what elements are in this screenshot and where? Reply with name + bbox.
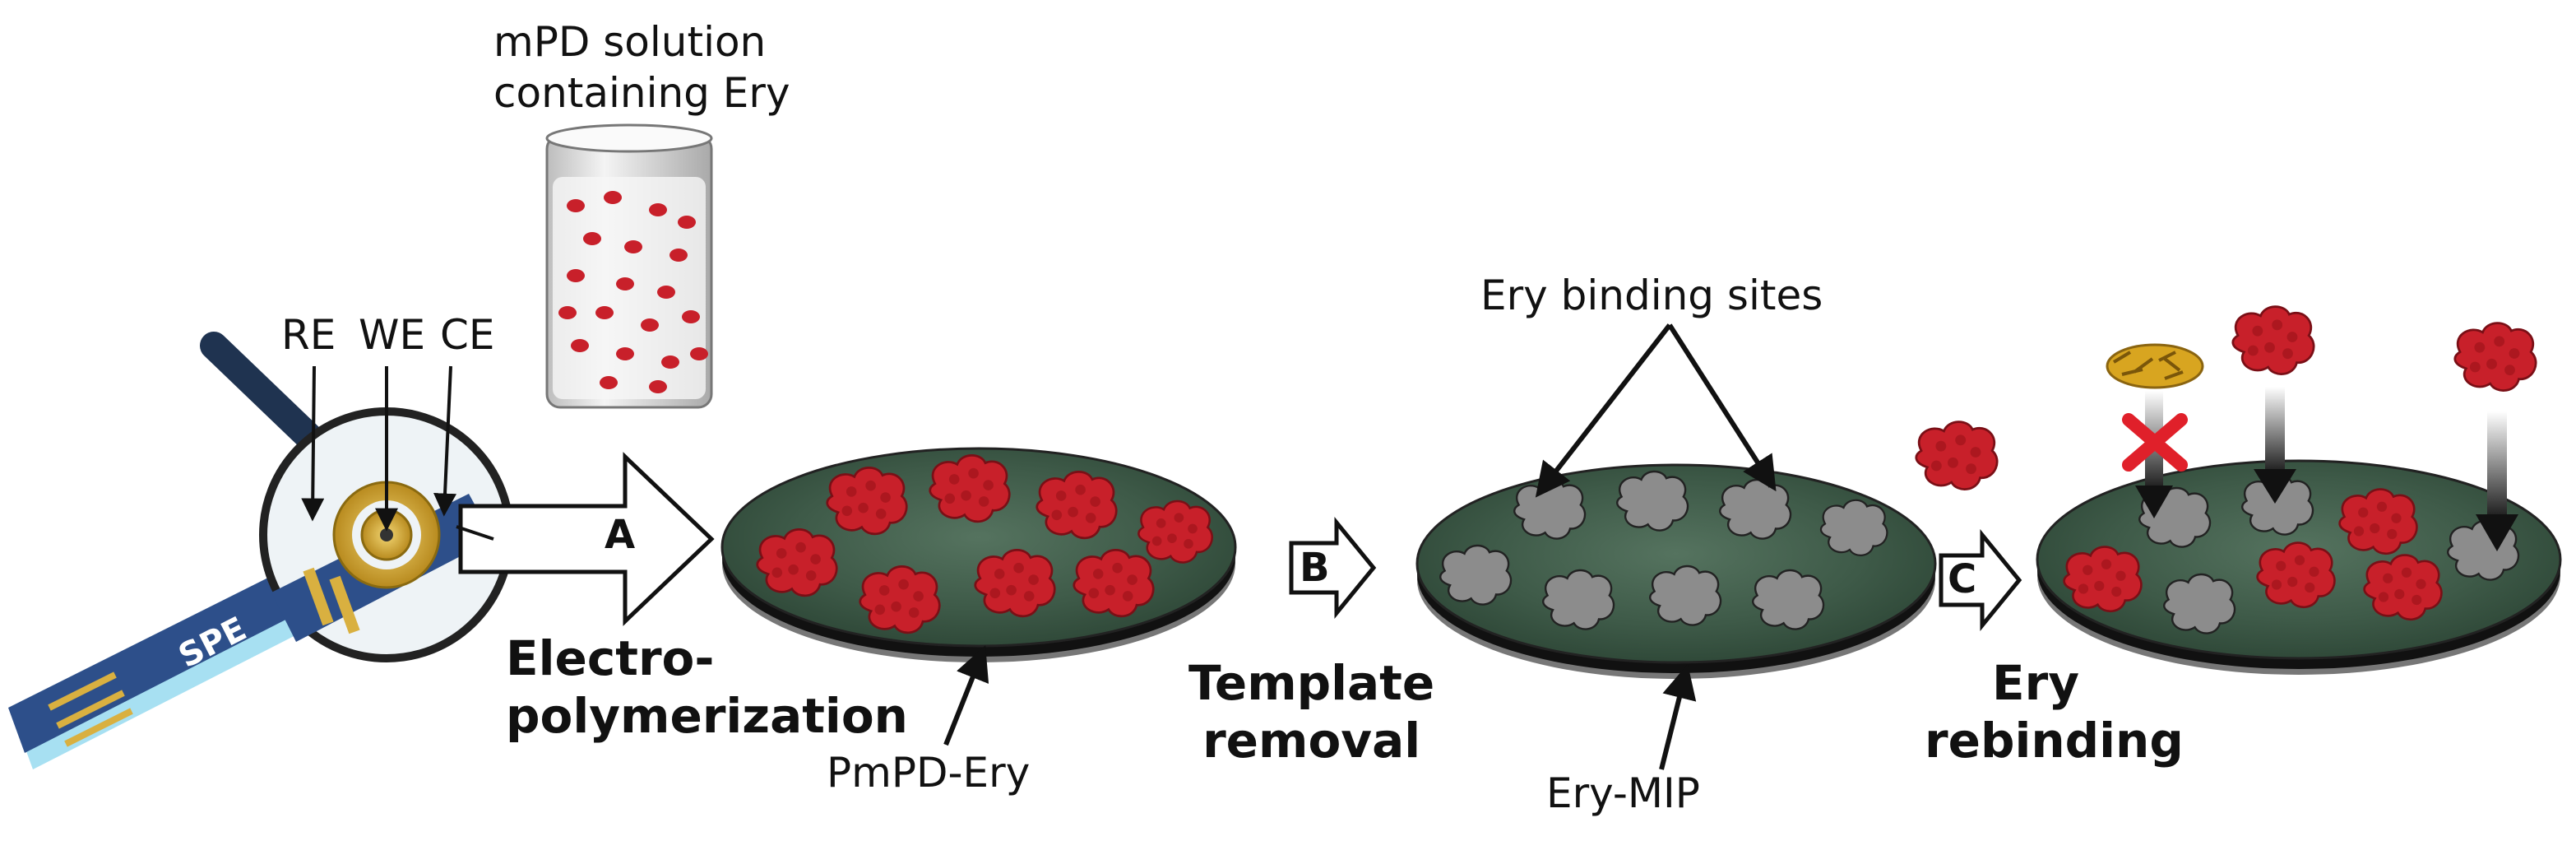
ery-particle [682,310,700,323]
ery-particle [678,216,696,229]
ery-particle [595,306,614,319]
step-a-caption: Electro- polymerization [506,630,908,745]
step-b-caption: Template removal [1188,654,1434,769]
disc-rebinding [2036,459,2562,675]
electrode-pointers [301,365,456,532]
ce-label: CE [440,311,495,359]
ery-particle [571,339,589,352]
ery-particle [604,191,622,204]
step-b-letter: B [1300,545,1330,591]
beaker-label-line2: containing Ery [493,69,790,117]
binding-site-pointers [1535,323,1777,498]
ery-particle [624,240,642,253]
strip-contact [48,671,117,711]
free-ery-molecule [1915,420,1999,491]
step-c-line2: rebinding [1925,713,2184,769]
step-a-arrow [458,452,715,626]
we-label: WE [359,311,426,359]
ery-particle [600,376,618,389]
ery-particle [649,380,667,393]
ery-particle [641,318,659,332]
ery-mip-label: Ery-MIP [1546,769,1700,817]
step-b-line2: removal [1202,713,1421,769]
beaker-label: mPD solution containing Ery [493,16,790,118]
pmpd-ery-label: PmPD-Ery [827,749,1031,797]
ery-particle [616,277,634,290]
ery-particle [583,232,601,245]
ery-particle [567,199,585,212]
ery-particle [567,269,585,282]
step-b-arrow [1289,516,1377,620]
beaker-label-line1: mPD solution [493,18,767,66]
disc-ery-mip [1415,463,1937,679]
ery-particle [669,249,688,262]
ery-particle [649,203,667,216]
ery-particle [616,347,634,360]
step-c-line1: Ery [1991,655,2080,711]
ery-particle [661,355,679,369]
step-a-line2: polymerization [506,688,908,744]
step-c-letter: C [1948,556,1977,602]
step-a-letter: A [605,512,636,558]
pmpd-pointer [943,645,989,746]
mip-pointer [1659,663,1697,770]
step-c-arrow [1939,528,2022,632]
interferent-molecule [2106,343,2204,389]
ery-particle [690,347,708,360]
strip-contact [64,708,133,747]
re-label: RE [281,311,336,359]
step-b-line1: Template [1188,655,1435,711]
step-c-caption: Ery rebinding [1925,654,2184,769]
approaching-ery-molecule [2453,321,2537,393]
step-a-line1: Electro- [506,630,715,686]
reject-x-mark [2122,413,2188,472]
binding-sites-label: Ery binding sites [1480,272,1823,319]
ery-particle [558,306,577,319]
approaching-ery-molecule [2231,305,2315,376]
strip-contact [56,690,125,729]
beaker [545,123,713,409]
beaker-particles [558,191,708,393]
ery-particle [657,286,675,299]
